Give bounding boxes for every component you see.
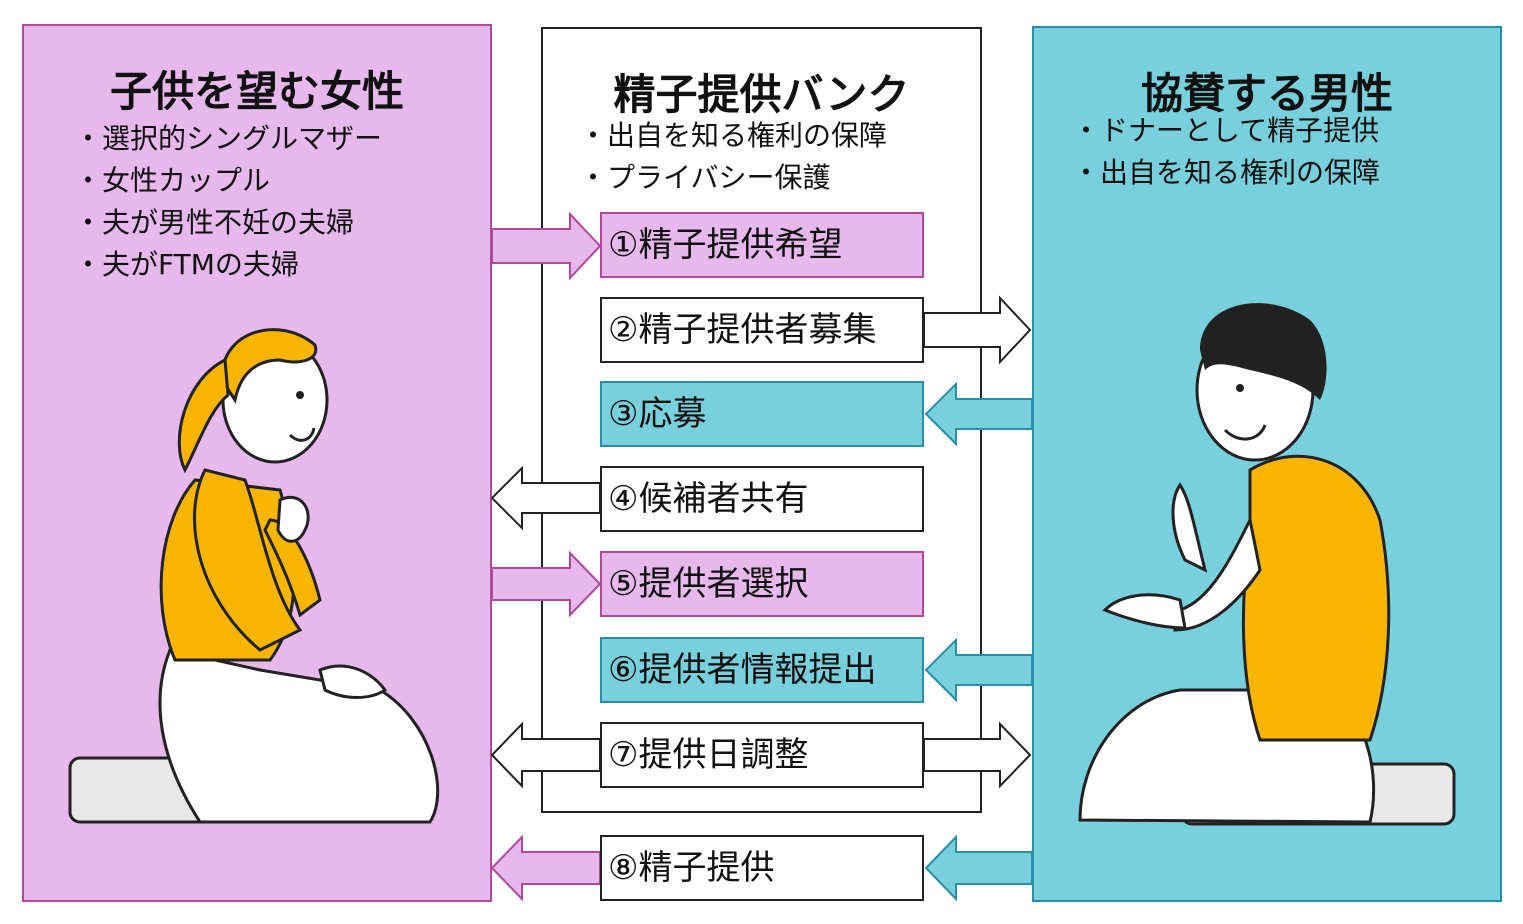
step-1-label: ①精子提供希望 — [608, 225, 843, 265]
arrow-step3-left — [924, 381, 1033, 447]
man-bullet-item: 出自を知る権利の保障 — [1072, 152, 1380, 194]
woman-bullet-item: 夫がFTMの夫婦 — [74, 244, 382, 286]
seated-woman-illustration — [68, 328, 440, 824]
arrow-step2-right — [923, 295, 1032, 365]
woman-bullet-list: 選択的シングルマザー 女性カップル 夫が男性不妊の夫婦 夫がFTMの夫婦 — [74, 118, 382, 286]
step-4-box: ④候補者共有 — [600, 466, 924, 532]
step-2-label: ②精子提供者募集 — [608, 310, 877, 350]
seated-man-illustration — [1078, 303, 1456, 826]
arrow-step7-left — [490, 721, 601, 789]
step-7-box: ⑦提供日調整 — [600, 722, 924, 788]
arrow-step8-left-teal — [924, 834, 1033, 902]
step-3-box: ③応募 — [600, 381, 924, 447]
arrow-step4-left — [490, 465, 601, 531]
step-6-box: ⑥提供者情報提出 — [600, 637, 924, 703]
bank-panel-title: 精子提供バンク — [613, 70, 910, 119]
arrow-step6-left — [924, 637, 1033, 703]
arrow-step1-right — [491, 211, 602, 281]
step-2-box: ②精子提供者募集 — [600, 297, 924, 363]
arrow-step5-right — [491, 550, 602, 618]
step-4-label: ④候補者共有 — [608, 479, 809, 519]
man-bullet-item: ドナーとして精子提供 — [1072, 110, 1380, 152]
step-7-label: ⑦提供日調整 — [608, 735, 809, 775]
step-5-label: ⑤提供者選択 — [608, 564, 809, 604]
step-5-box: ⑤提供者選択 — [600, 551, 924, 617]
step-8-label: ⑧精子提供 — [608, 848, 775, 888]
step-3-label: ③応募 — [608, 394, 707, 434]
woman-bullet-item: 夫が男性不妊の夫婦 — [74, 202, 382, 244]
woman-bullet-item: 女性カップル — [74, 160, 382, 202]
step-1-box: ①精子提供希望 — [600, 212, 924, 278]
arrow-step8-left-pink — [490, 834, 601, 902]
step-8-box: ⑧精子提供 — [600, 835, 924, 901]
arrow-step7-right — [923, 721, 1032, 789]
woman-bullet-item: 選択的シングルマザー — [74, 118, 382, 160]
woman-panel-title: 子供を望む女性 — [109, 67, 404, 116]
man-bullet-list: ドナーとして精子提供 出自を知る権利の保障 — [1072, 110, 1380, 194]
bank-bullet-item: プライバシー保護 — [579, 157, 887, 199]
bank-bullet-list: 出自を知る権利の保障 プライバシー保護 — [579, 115, 887, 199]
step-6-label: ⑥提供者情報提出 — [608, 650, 877, 690]
bank-bullet-item: 出自を知る権利の保障 — [579, 115, 887, 157]
